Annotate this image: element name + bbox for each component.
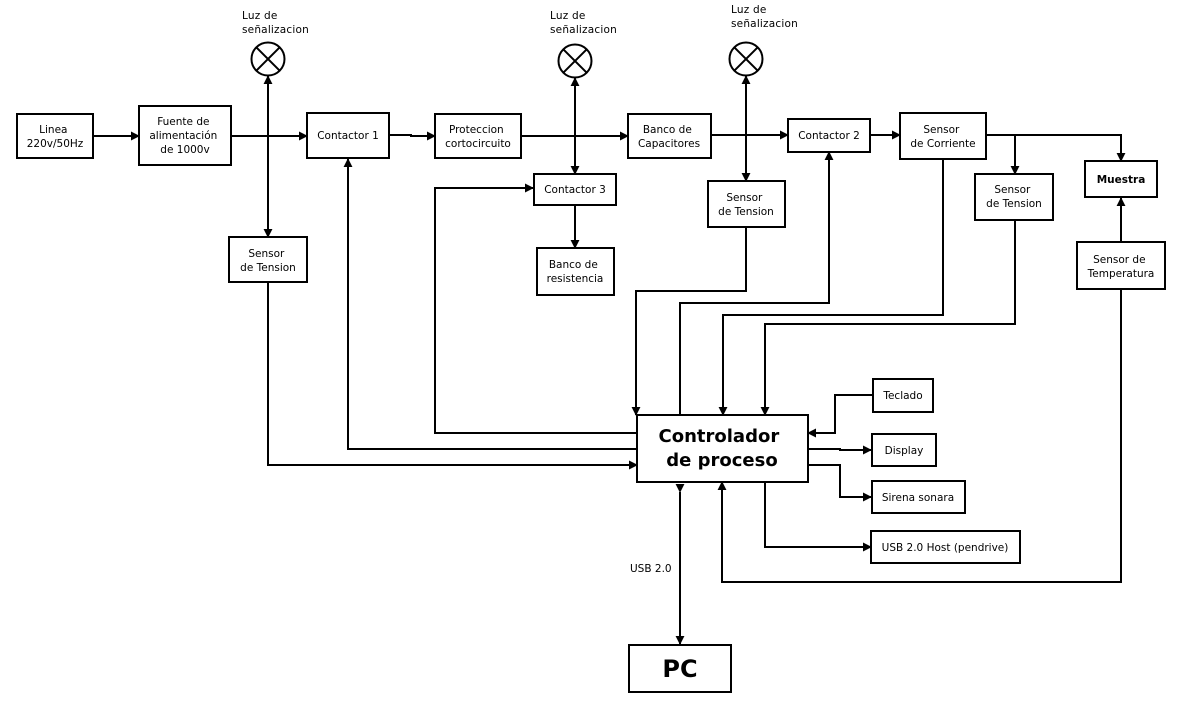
svg-text:Contactor 2: Contactor 2: [798, 130, 860, 142]
svg-text:Proteccion cortocircuito: Proteccion cortocircuito: [445, 124, 511, 150]
wire-sensor-temp-ctrl: [717, 289, 1122, 583]
block-teclado: Teclado: [872, 378, 934, 413]
wires: [94, 75, 1126, 645]
lamp-2: Luz de señalizacion: [550, 10, 617, 79]
wire-sensor-corriente-ctrl: [718, 159, 944, 416]
svg-text:Banco de resistencia: Banco de resistencia: [547, 259, 604, 285]
wire-sensor-corriente-muestra: [986, 134, 1126, 162]
svg-text:PC: PC: [662, 655, 697, 683]
lamp-1-label: Luz de señalizacion: [242, 10, 309, 36]
block-proteccion: Proteccion cortocircuito: [434, 113, 522, 159]
svg-text:Banco de Capacitores: Banco de Capacitores: [638, 124, 700, 150]
block-contactor-2: Contactor 2: [787, 118, 871, 153]
lamp-3-label: Luz de señalizacion: [731, 4, 798, 30]
wire-ctrl-contactor3: [434, 183, 637, 434]
svg-text:Sirena sonara: Sirena sonara: [882, 492, 954, 504]
block-sensor-tension-1: Sensor de Tension: [228, 236, 308, 283]
wire-ctrl-display: [808, 445, 872, 455]
svg-text:Muestra: Muestra: [1097, 174, 1146, 186]
svg-text:Sensor de Temperatura: Sensor de Temperatura: [1087, 254, 1155, 280]
wire-ctrl-usb-host: [764, 482, 872, 552]
wire-ctrl-contactor2: [679, 151, 834, 415]
svg-text:Contactor 3: Contactor 3: [544, 184, 606, 196]
block-sensor-temperatura: Sensor de Temperatura: [1076, 241, 1166, 290]
block-banco-capacitores: Banco de Capacitores: [627, 113, 712, 159]
block-contactor-3: Contactor 3: [533, 173, 617, 206]
svg-text:Controlador de proceso: Controlador de proceso: [659, 426, 786, 471]
wire-ctrl-contactor1: [343, 158, 637, 450]
svg-text:Display: Display: [885, 445, 924, 457]
svg-text:Sensor de Tension: Sensor de Tension: [986, 184, 1042, 210]
svg-text:Sensor de Corriente: Sensor de Corriente: [910, 124, 975, 150]
wire-ctrl-sirena: [808, 464, 872, 502]
svg-text:Linea 220v/50Hz: Linea 220v/50Hz: [27, 124, 84, 150]
block-sirena: Sirena sonara: [871, 480, 966, 514]
svg-text:Sensor de Tension: Sensor de Tension: [240, 248, 296, 274]
wire-sensor-tension-2-ctrl: [631, 228, 747, 416]
wire-teclado-ctrl: [807, 394, 873, 438]
block-banco-resistencia: Banco de resistencia: [536, 247, 615, 296]
block-usb-host: USB 2.0 Host (pendrive): [870, 530, 1021, 564]
block-pc: PC: [628, 644, 732, 693]
block-controlador: Controlador de proceso: [636, 414, 809, 483]
wire-sensor-tension-3-ctrl: [760, 220, 1016, 416]
block-sensor-tension-3: Sensor de Tension: [974, 173, 1054, 221]
svg-text:Fuente de alimentación: Fuente de alimentación de 1000v: [149, 116, 220, 156]
block-sensor-corriente: Sensor de Corriente: [899, 112, 987, 160]
block-contactor-1: Contactor 1: [306, 112, 390, 159]
block-linea: Linea 220v/50Hz: [16, 113, 94, 159]
svg-text:Teclado: Teclado: [882, 390, 922, 402]
svg-text:Contactor 1: Contactor 1: [317, 130, 379, 142]
block-sensor-tension-2: Sensor de Tension: [707, 180, 786, 228]
svg-text:USB 2.0 Host (pendrive): USB 2.0 Host (pendrive): [882, 542, 1009, 554]
lamp-2-label: Luz de señalizacion: [550, 10, 617, 36]
wire-sensor-tension-1-ctrl: [267, 283, 638, 470]
block-muestra: Muestra: [1084, 160, 1158, 198]
lamp-1: Luz de señalizacion: [242, 10, 309, 77]
block-display: Display: [871, 433, 937, 467]
svg-text:Sensor de Tension: Sensor de Tension: [718, 192, 774, 218]
block-fuente: Fuente de alimentación de 1000v: [138, 105, 232, 166]
usb-link-label: USB 2.0: [630, 563, 672, 575]
lamp-3: Luz de señalizacion: [728, 4, 798, 77]
wire-contactor1-proteccion: [389, 131, 436, 141]
